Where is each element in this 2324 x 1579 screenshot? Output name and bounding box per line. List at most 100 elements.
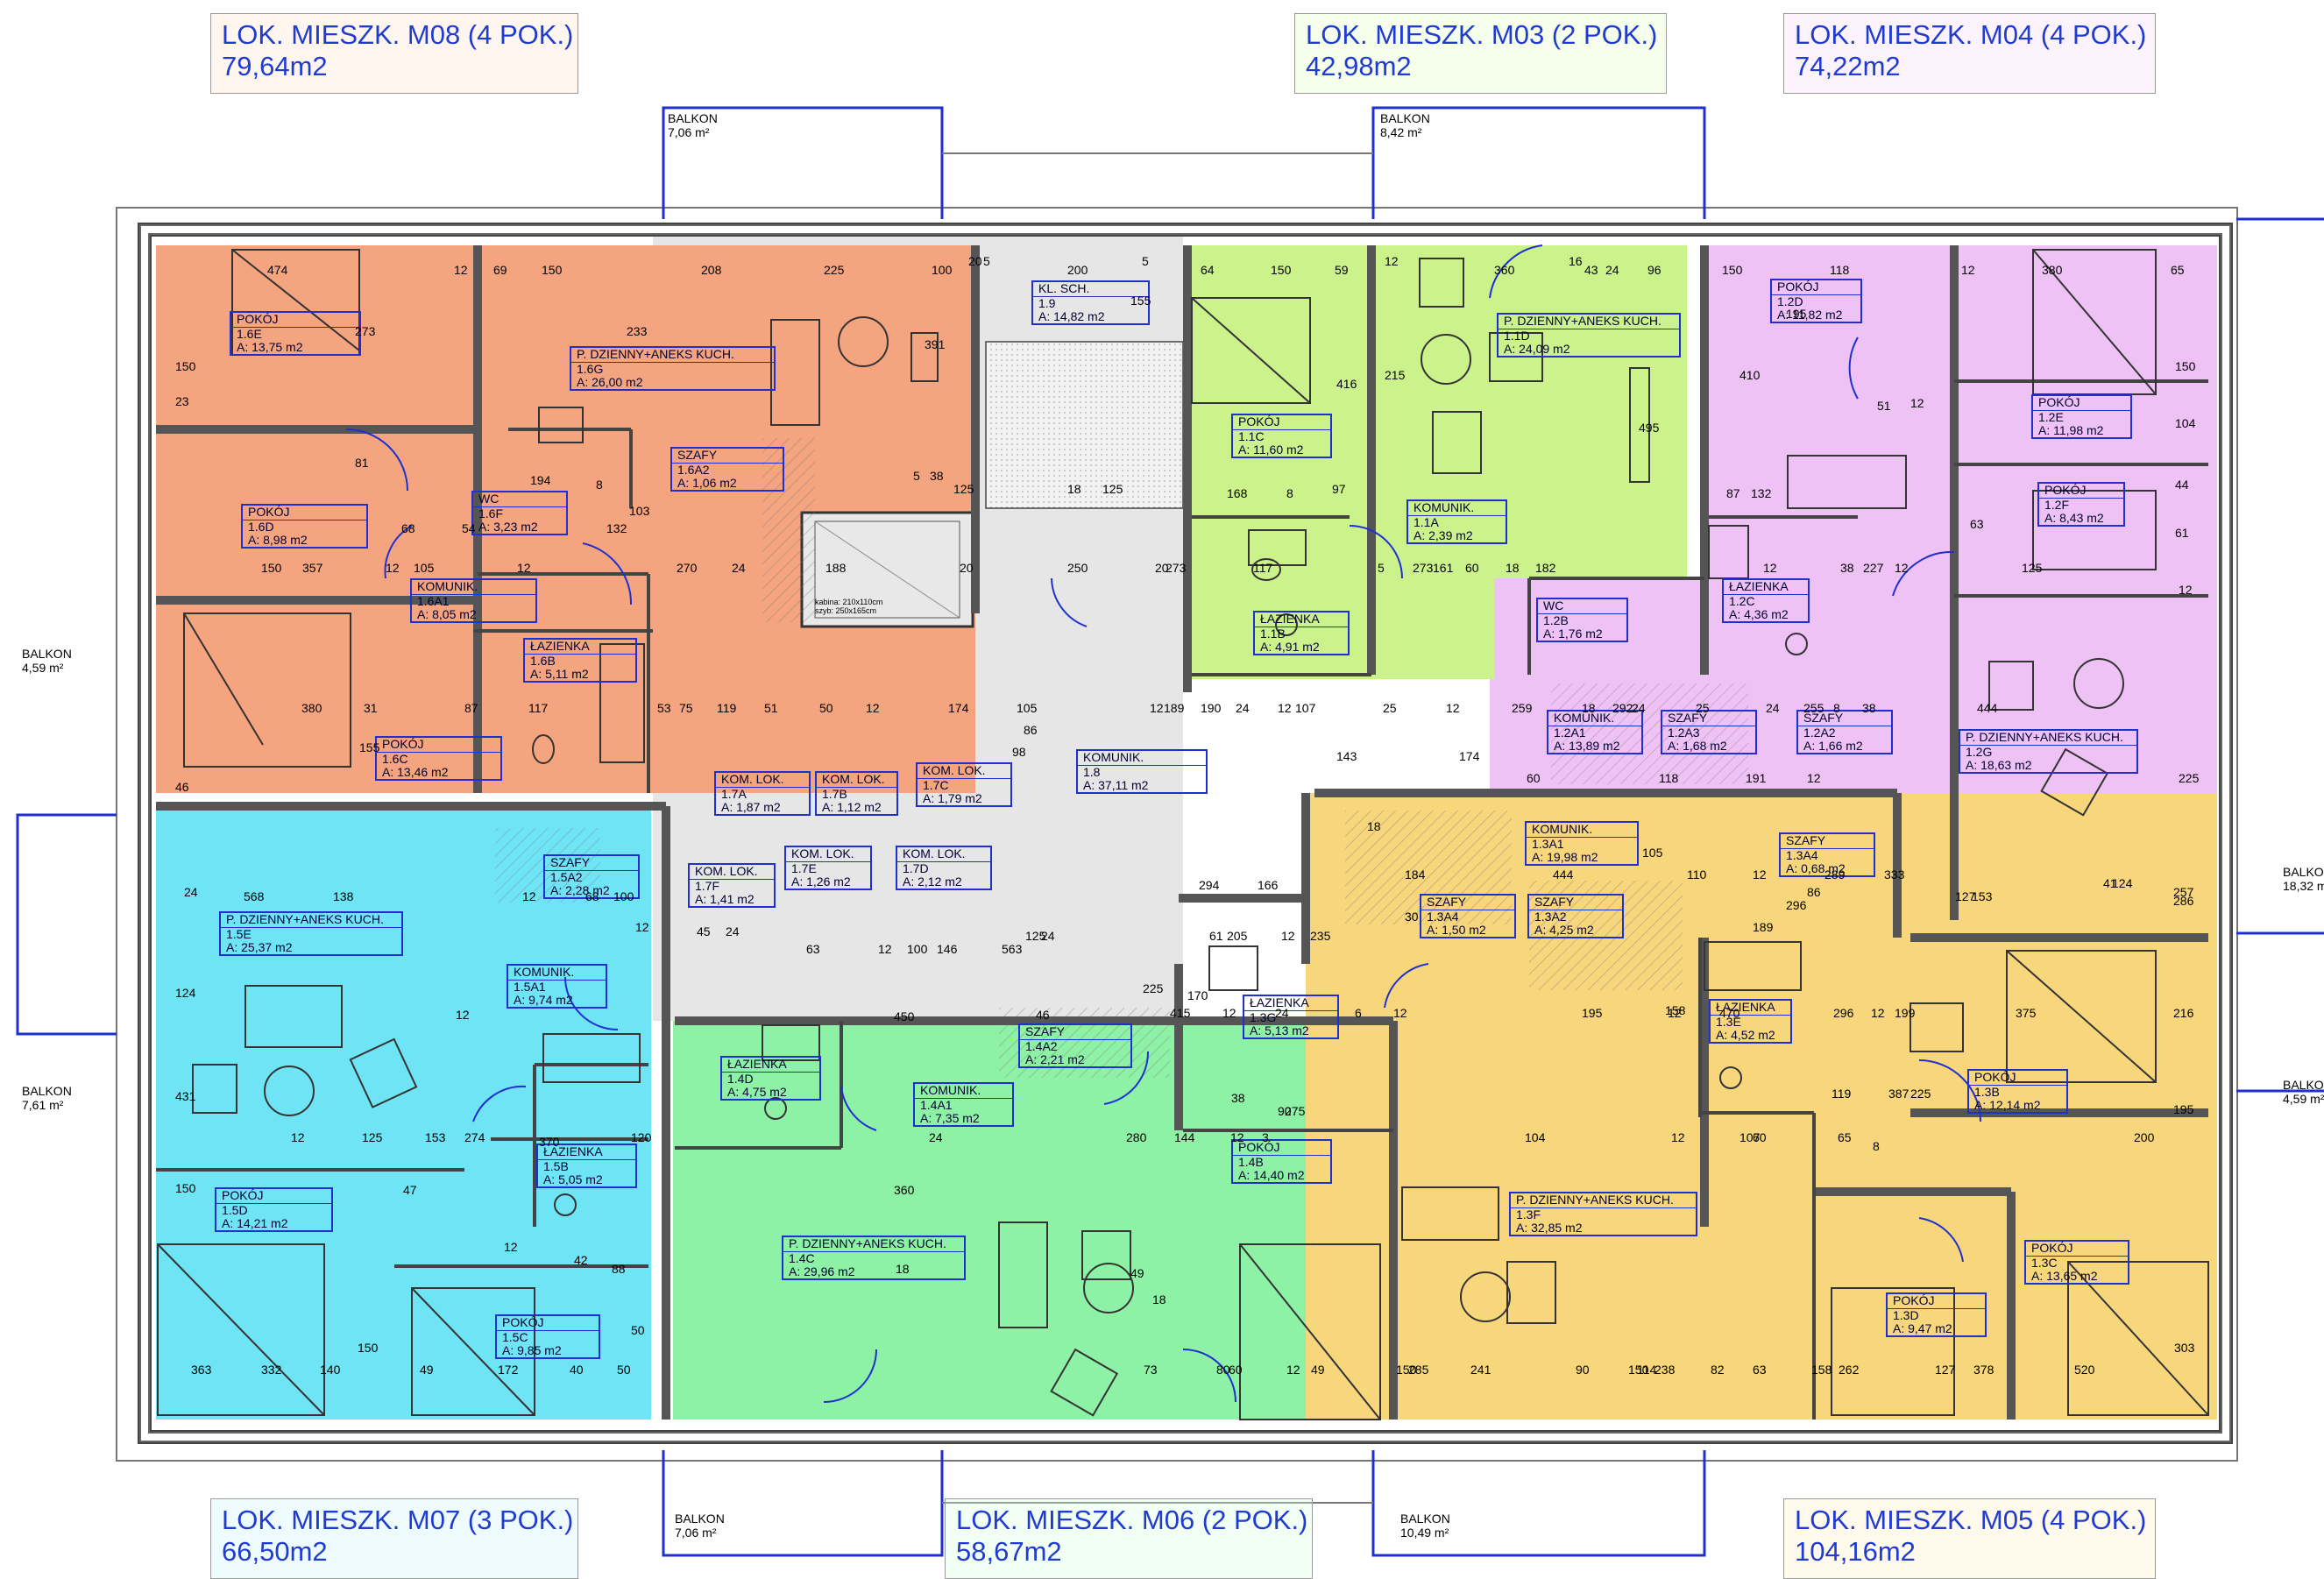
- dimension-value: 168: [1227, 486, 1248, 500]
- room-code: 1.2F: [2039, 498, 2123, 512]
- dimension-value: 12: [1961, 263, 1975, 277]
- balcony-area: 10,49 m²: [1400, 1526, 1449, 1540]
- dimension-value: 150: [1271, 263, 1292, 277]
- dimension-value: 225: [2179, 771, 2200, 785]
- dimension-value: 88: [612, 1262, 626, 1276]
- dimension-value: 31: [364, 701, 378, 715]
- balcony-label: BALKON 10,49 m²: [1400, 1512, 1450, 1540]
- apartment-m07-zone: [156, 806, 651, 1420]
- dimension-value: 12: [1671, 1130, 1685, 1144]
- balcony-name: BALKON: [22, 1084, 72, 1098]
- room-code: 1.6G: [571, 362, 774, 376]
- dimension-value: 98: [1012, 745, 1026, 759]
- room-area: A: 1,12 m2: [822, 800, 882, 814]
- closet-hatch: [495, 828, 600, 903]
- room-name: KOM. LOK.: [721, 772, 784, 786]
- dimension-value: 12: [454, 263, 468, 277]
- room-name: POKÓJ: [237, 312, 279, 326]
- dimension-value: 12: [1668, 1006, 1682, 1020]
- dimension-value: 225: [824, 263, 845, 277]
- dimension-value: 332: [261, 1363, 282, 1377]
- room-area: A: 8,98 m2: [248, 533, 308, 547]
- room-code: 1.6A2: [672, 463, 783, 477]
- room-name: ŁAZIENKA: [727, 1057, 787, 1071]
- room-area: A: 1,41 m2: [695, 892, 755, 906]
- dimension-value: 274: [464, 1130, 485, 1144]
- apartment-area: 58,67m2: [956, 1536, 1062, 1567]
- room-area: A: 4,36 m2: [1729, 607, 1789, 621]
- room-code: 1.1B: [1255, 627, 1348, 641]
- room-name: POKÓJ: [1238, 414, 1280, 428]
- dimension-value: 38: [930, 469, 944, 483]
- dimension-value: 80: [1216, 1363, 1230, 1377]
- apartment-title-m07: LOK. MIESZK. M07 (3 POK.) 66,50m2: [210, 1498, 578, 1579]
- dimension-value: 146: [937, 942, 958, 956]
- room-name: POKÓJ: [2038, 395, 2080, 409]
- room-code: 1.3A4: [1421, 910, 1514, 924]
- dimension-value: 12: [866, 701, 880, 715]
- dimension-value: 24: [1236, 701, 1250, 715]
- dimension-value: 12: [1910, 396, 1924, 410]
- dimension-value: 12: [291, 1130, 305, 1144]
- dimension-value: 241: [1470, 1363, 1491, 1377]
- apartment-name: LOK. MIESZK. M08 (4 POK.): [222, 19, 574, 50]
- dimension-value: 474: [267, 263, 288, 277]
- room-code: 1.5B: [538, 1159, 635, 1173]
- dimension-value: 68: [401, 521, 415, 535]
- dimension-value: 225: [1910, 1087, 1931, 1101]
- dimension-value: 450: [894, 1009, 915, 1023]
- dimension-value: 81: [355, 456, 369, 470]
- dimension-value: 20: [968, 254, 982, 268]
- dimension-value: 190: [1201, 701, 1222, 715]
- room-area: A: 32,85 m2: [1516, 1221, 1583, 1235]
- room-area: A: 1,26 m2: [791, 874, 851, 889]
- dimension-value: 150: [1628, 1363, 1649, 1377]
- dimension-value: 235: [1310, 929, 1331, 943]
- room-area: A: 13,89 m2: [1554, 739, 1620, 753]
- room-area: A: 18,63 m2: [1966, 758, 2032, 772]
- room-code: 1.2G: [1960, 745, 2136, 759]
- dimension-value: 238: [1654, 1363, 1676, 1377]
- dimension-value: 38: [1231, 1091, 1245, 1105]
- room-area: A: 13,75 m2: [237, 340, 303, 354]
- apartment-name: LOK. MIESZK. M06 (2 POK.): [956, 1505, 1308, 1535]
- room-name: ŁAZIENKA: [1716, 1000, 1775, 1014]
- dimension-value: 61: [2175, 526, 2189, 540]
- room-area: A: 5,13 m2: [1250, 1023, 1309, 1037]
- dimension-value: 189: [1753, 920, 1774, 934]
- room-name: POKÓJ: [248, 505, 290, 519]
- room-name: SZAFY: [1025, 1024, 1066, 1038]
- room-area: A: 4,75 m2: [727, 1085, 787, 1099]
- dimension-value: 410: [1739, 368, 1761, 382]
- dimension-value: 30: [1405, 910, 1419, 924]
- dimension-value: 289: [1824, 867, 1846, 882]
- dimension-value: 24: [732, 561, 746, 575]
- dimension-value: 100: [613, 889, 634, 903]
- dimension-value: 50: [617, 1363, 631, 1377]
- dimension-value: 114: [1637, 1363, 1657, 1377]
- room-area: A: 2,21 m2: [1025, 1052, 1085, 1066]
- elevator-shaft-size: szyb: 250x165cm: [815, 606, 877, 615]
- room-area: A: 4,25 m2: [1534, 923, 1594, 937]
- dimension-value: 174: [1459, 749, 1480, 763]
- room-area: A: 13,65 m2: [2031, 1269, 2098, 1283]
- dimension-value: 117: [528, 701, 549, 715]
- dimension-value: 262: [1839, 1363, 1860, 1377]
- room-name: KOMUNIK.: [1414, 500, 1475, 514]
- dimension-value: 38: [1840, 561, 1854, 575]
- room-code: 1.3D: [1888, 1308, 1985, 1322]
- room-code: 1.7C: [918, 778, 1010, 792]
- dimension-value: 257: [2173, 885, 2194, 899]
- room-area: A: 1,50 m2: [1427, 923, 1486, 937]
- room-code: 1.3A2: [1529, 910, 1622, 924]
